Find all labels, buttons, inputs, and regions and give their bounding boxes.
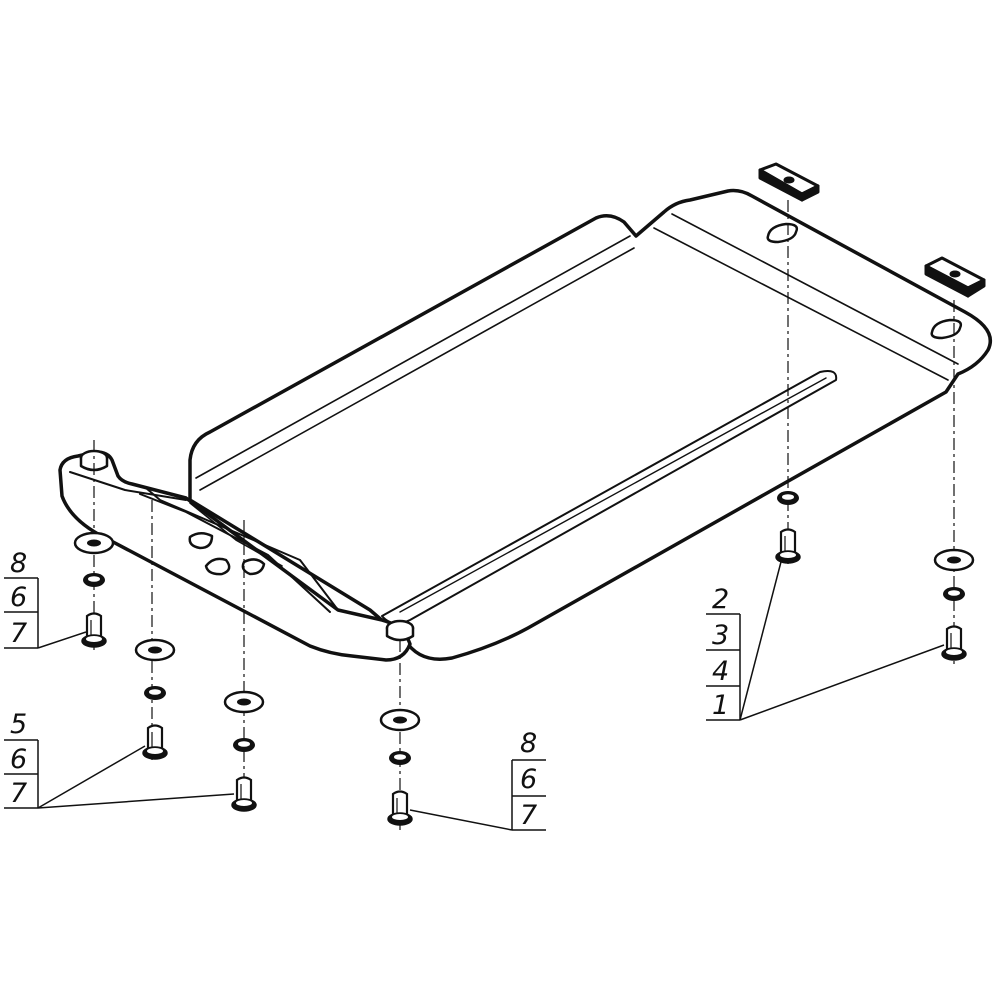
callout-left-top-8: 8 <box>10 548 27 579</box>
callout-right-4: 4 <box>712 656 729 687</box>
callout-right-3: 3 <box>712 620 729 651</box>
callout-left-top-6: 6 <box>10 582 27 613</box>
callout-center-bottom-6: 6 <box>520 764 537 795</box>
callout-center-bottom-7: 7 <box>520 800 537 831</box>
callout-left-top-7: 7 <box>10 618 27 649</box>
fastener-stack-c <box>223 690 265 813</box>
callout-left-bottom-5: 5 <box>10 709 27 740</box>
callout-right-2: 2 <box>712 584 729 615</box>
fastener-stack-b <box>134 638 176 761</box>
mounting-bracket-1 <box>758 162 820 202</box>
skid-plate <box>58 188 993 662</box>
callout-left-bottom <box>4 739 235 809</box>
mounting-boss-center <box>385 619 415 642</box>
callout-center-bottom <box>409 759 546 831</box>
fastener-stack-d <box>379 708 421 827</box>
callout-left-top <box>4 577 87 649</box>
callout-center-bottom-8: 8 <box>520 728 537 759</box>
mounting-bracket-2 <box>924 256 986 298</box>
callout-right <box>706 557 945 721</box>
callout-left-bottom-6: 6 <box>10 744 27 775</box>
callout-right-1: 1 <box>712 690 729 721</box>
callout-left-bottom-7: 7 <box>10 778 27 809</box>
